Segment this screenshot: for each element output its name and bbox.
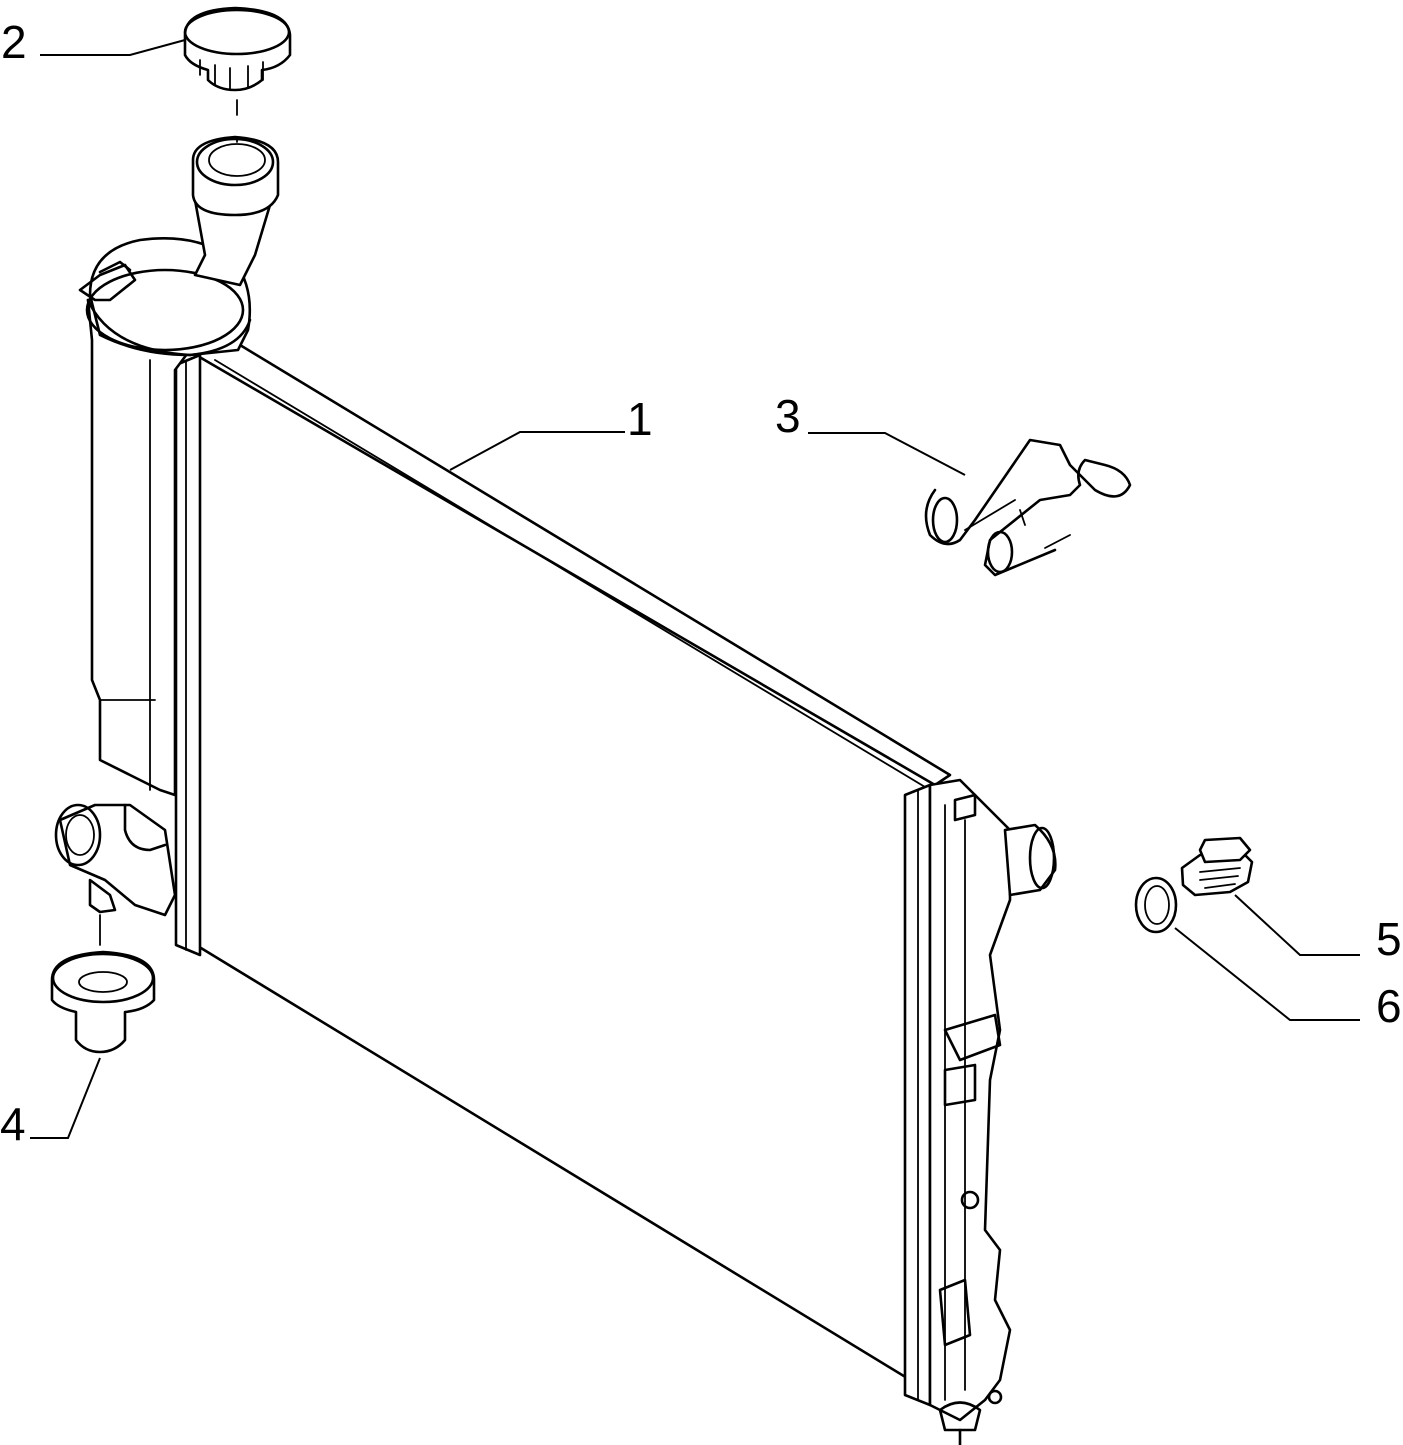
leader-line-3: [808, 432, 966, 476]
callout-2: 2: [1, 16, 27, 68]
leader-line-6: [1174, 927, 1360, 1021]
leader-line-1: [449, 431, 625, 471]
leader-lines: [30, 39, 1360, 1139]
expansion-tank: [54, 135, 280, 917]
hose-clip: [924, 438, 1132, 577]
drain-plug: [1180, 836, 1254, 897]
callout-3: 3: [775, 390, 801, 442]
rubber-mount: [50, 950, 156, 1054]
callout-1: 1: [627, 393, 653, 445]
seal-ring: [1134, 876, 1178, 934]
leader-line-4: [30, 1057, 101, 1139]
leader-line-5: [1234, 894, 1360, 956]
callout-4: 4: [0, 1098, 26, 1150]
expansion-tank-cap: [183, 6, 292, 92]
leader-line-2: [40, 39, 186, 56]
radiator: [174, 343, 1057, 1445]
callout-5: 5: [1376, 913, 1402, 965]
callout-6: 6: [1376, 980, 1402, 1032]
callout-numbers: 1 2 3 4 5 6: [0, 16, 1402, 1150]
